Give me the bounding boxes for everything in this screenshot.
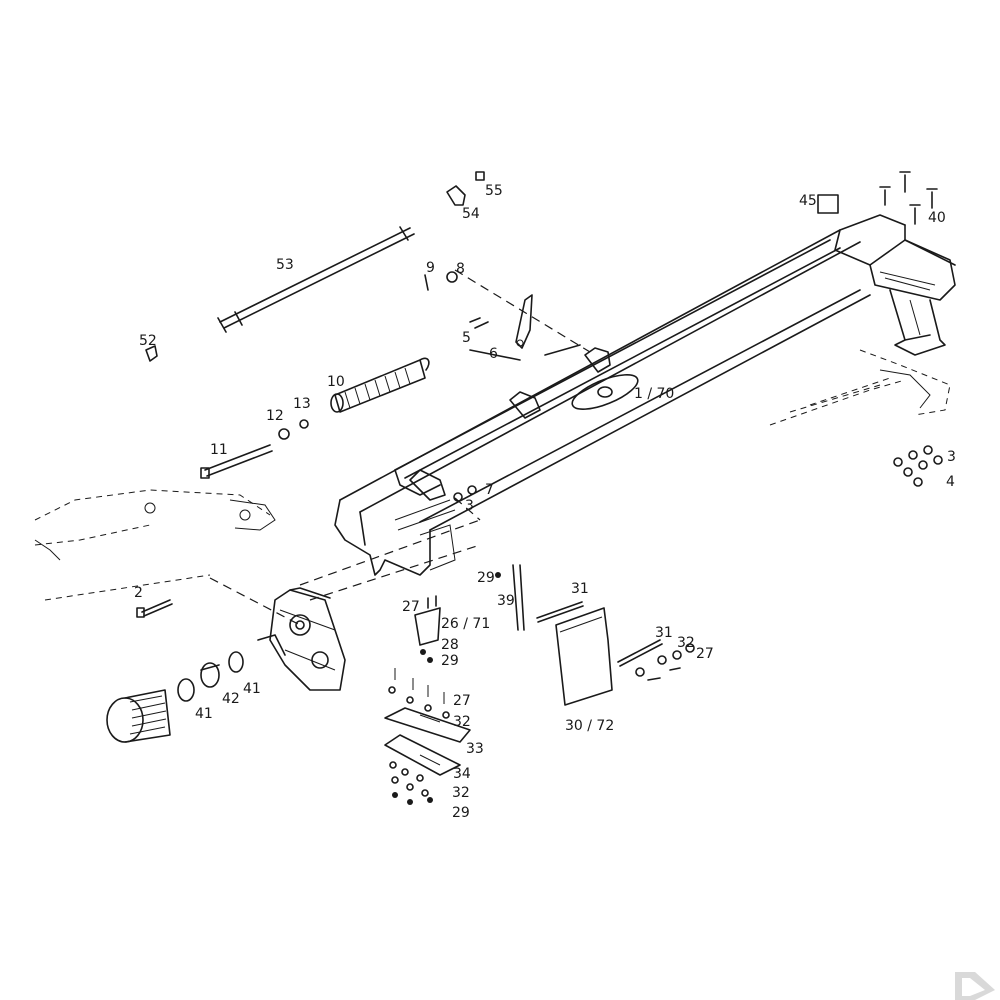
hitch-outline-left (34, 489, 276, 601)
callout-3: 3 (947, 449, 956, 465)
callout-1-70: 1 / 70 (634, 386, 674, 402)
callout-5: 5 (462, 330, 471, 346)
callout-12: 12 (266, 408, 284, 424)
callout-3: 3 (465, 498, 474, 514)
callout-8: 8 (456, 261, 465, 277)
callout-29: 29 (477, 570, 495, 586)
assembly-lines (209, 269, 591, 626)
spline-coupler (106, 651, 244, 743)
callout-27: 27 (402, 599, 420, 615)
plates-33-34 (384, 668, 471, 805)
callout-55: 55 (485, 183, 503, 199)
bolts-top-left (388, 668, 450, 719)
callout-11: 11 (210, 442, 228, 458)
callout-52: 52 (139, 333, 157, 349)
gearbox (257, 587, 346, 691)
callout-10: 10 (327, 374, 345, 390)
mudflap-bracket (414, 564, 663, 667)
brand-logo-watermark (955, 972, 995, 1000)
main-frame-beam (334, 214, 956, 576)
bolt-11 (200, 419, 309, 479)
callout-27: 27 (696, 646, 714, 662)
callout-6: 6 (489, 346, 498, 362)
nuts-right (893, 445, 943, 487)
frame-outline-right (769, 349, 951, 426)
callout-42: 42 (222, 691, 240, 707)
callout-27: 27 (453, 693, 471, 709)
fasteners-right-group (635, 643, 695, 681)
callout-labels: 1 / 70 2 3 3 4 5 6 7 8 9 10 11 12 13 26 … (134, 183, 956, 821)
callout-32: 32 (453, 714, 471, 730)
callout-13: 13 (293, 396, 311, 412)
callout-4: 4 (946, 474, 955, 490)
nuts-bottom-left (389, 761, 433, 805)
callout-26-71: 26 / 71 (441, 616, 490, 632)
small-parts-top (145, 171, 521, 362)
spring-10 (330, 357, 430, 413)
callout-33: 33 (466, 741, 484, 757)
callout-30-72: 30 / 72 (565, 718, 614, 734)
callout-2: 2 (134, 585, 143, 601)
callout-9: 9 (426, 260, 435, 276)
nuts-center (453, 485, 477, 502)
callout-32: 32 (677, 635, 695, 651)
callout-29: 29 (441, 653, 459, 669)
callout-53: 53 (276, 257, 294, 273)
callout-29: 29 (452, 805, 470, 821)
callout-28: 28 (441, 637, 459, 653)
callout-41: 41 (243, 681, 261, 697)
callout-34: 34 (453, 766, 471, 782)
callout-7: 7 (485, 482, 494, 498)
callout-41: 41 (195, 706, 213, 722)
callout-45: 45 (799, 193, 817, 209)
callout-31: 31 (571, 581, 589, 597)
callout-32: 32 (452, 785, 470, 801)
mudflap-30 (555, 607, 613, 706)
callout-40: 40 (928, 210, 946, 226)
top-right-bolts (817, 171, 938, 225)
callout-31: 31 (655, 625, 673, 641)
rod-53 (217, 226, 415, 333)
callout-54: 54 (462, 206, 480, 222)
callout-39: 39 (497, 593, 515, 609)
bolt-2 (136, 599, 173, 618)
